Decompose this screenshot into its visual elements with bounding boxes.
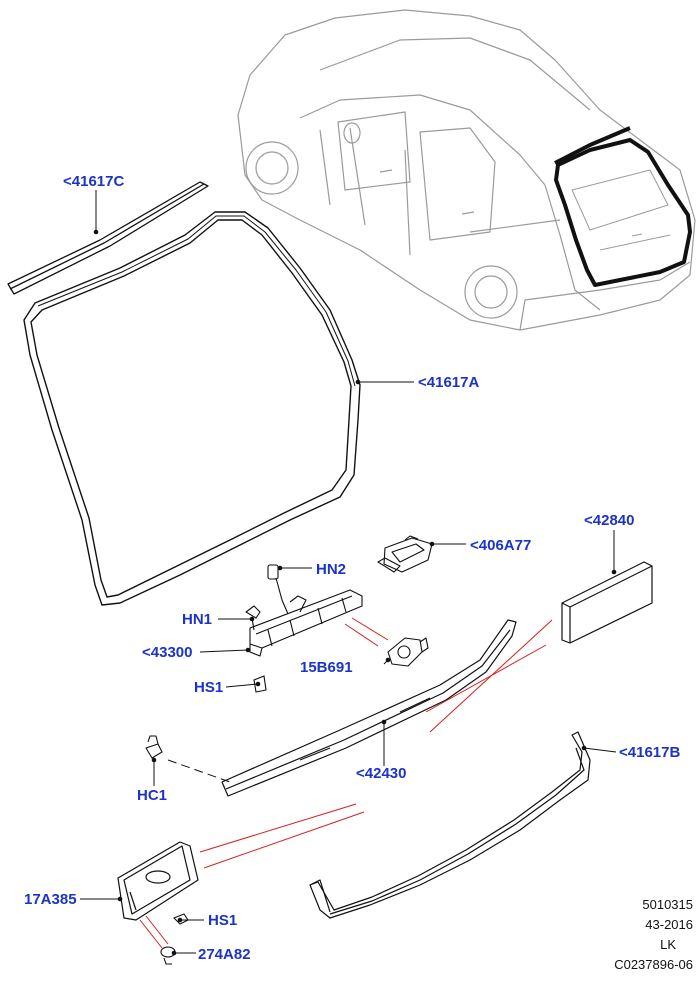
plate-17a385 xyxy=(117,841,199,921)
seal-strip-41617c xyxy=(7,181,209,295)
tailgate-seal-highlight xyxy=(554,126,692,287)
vehicle-overview xyxy=(237,9,696,331)
callout-41617c[interactable]: <41617C xyxy=(63,173,125,190)
callout-41617b[interactable]: <41617B xyxy=(619,744,681,761)
seal-41617b xyxy=(309,731,591,919)
callout-15b691[interactable]: 15B691 xyxy=(300,659,353,676)
weatherstrip-41617a xyxy=(23,211,361,606)
ref-date: 43-2016 xyxy=(645,917,693,932)
ref-illustration-number: C0237896-06 xyxy=(614,957,693,972)
callout-hs1-lower[interactable]: HS1 xyxy=(208,912,238,929)
screw-hs1-upper xyxy=(253,675,267,693)
ref-code: 5010315 xyxy=(642,897,693,912)
callout-17a385[interactable]: 17A385 xyxy=(24,891,77,908)
callout-hs1-upper[interactable]: HS1 xyxy=(194,679,224,696)
clip-406a77 xyxy=(377,535,433,573)
latch-43300 xyxy=(245,564,363,657)
grommet-274a82 xyxy=(160,946,176,965)
clip-hc1 xyxy=(145,735,163,759)
switch-15b691 xyxy=(387,637,429,667)
callout-42430[interactable]: <42430 xyxy=(356,765,407,782)
callout-41617a[interactable]: <41617A xyxy=(418,374,480,391)
callout-42840[interactable]: <42840 xyxy=(584,512,635,529)
callout-406a77[interactable]: <406A77 xyxy=(470,537,532,554)
assembly-guides xyxy=(139,617,553,949)
callout-hn1[interactable]: HN1 xyxy=(182,611,213,628)
leader-dots xyxy=(93,229,617,956)
callout-274a82[interactable]: 274A82 xyxy=(198,946,251,963)
leader-lines xyxy=(80,190,617,954)
tailgate-detail xyxy=(571,169,671,251)
finisher-42430 xyxy=(221,619,517,797)
callout-hc1[interactable]: HC1 xyxy=(137,787,168,804)
callout-43300[interactable]: <43300 xyxy=(142,644,193,661)
ref-region: LK xyxy=(660,937,676,952)
pad-42840 xyxy=(561,561,653,644)
callout-hn2[interactable]: HN2 xyxy=(316,561,347,578)
